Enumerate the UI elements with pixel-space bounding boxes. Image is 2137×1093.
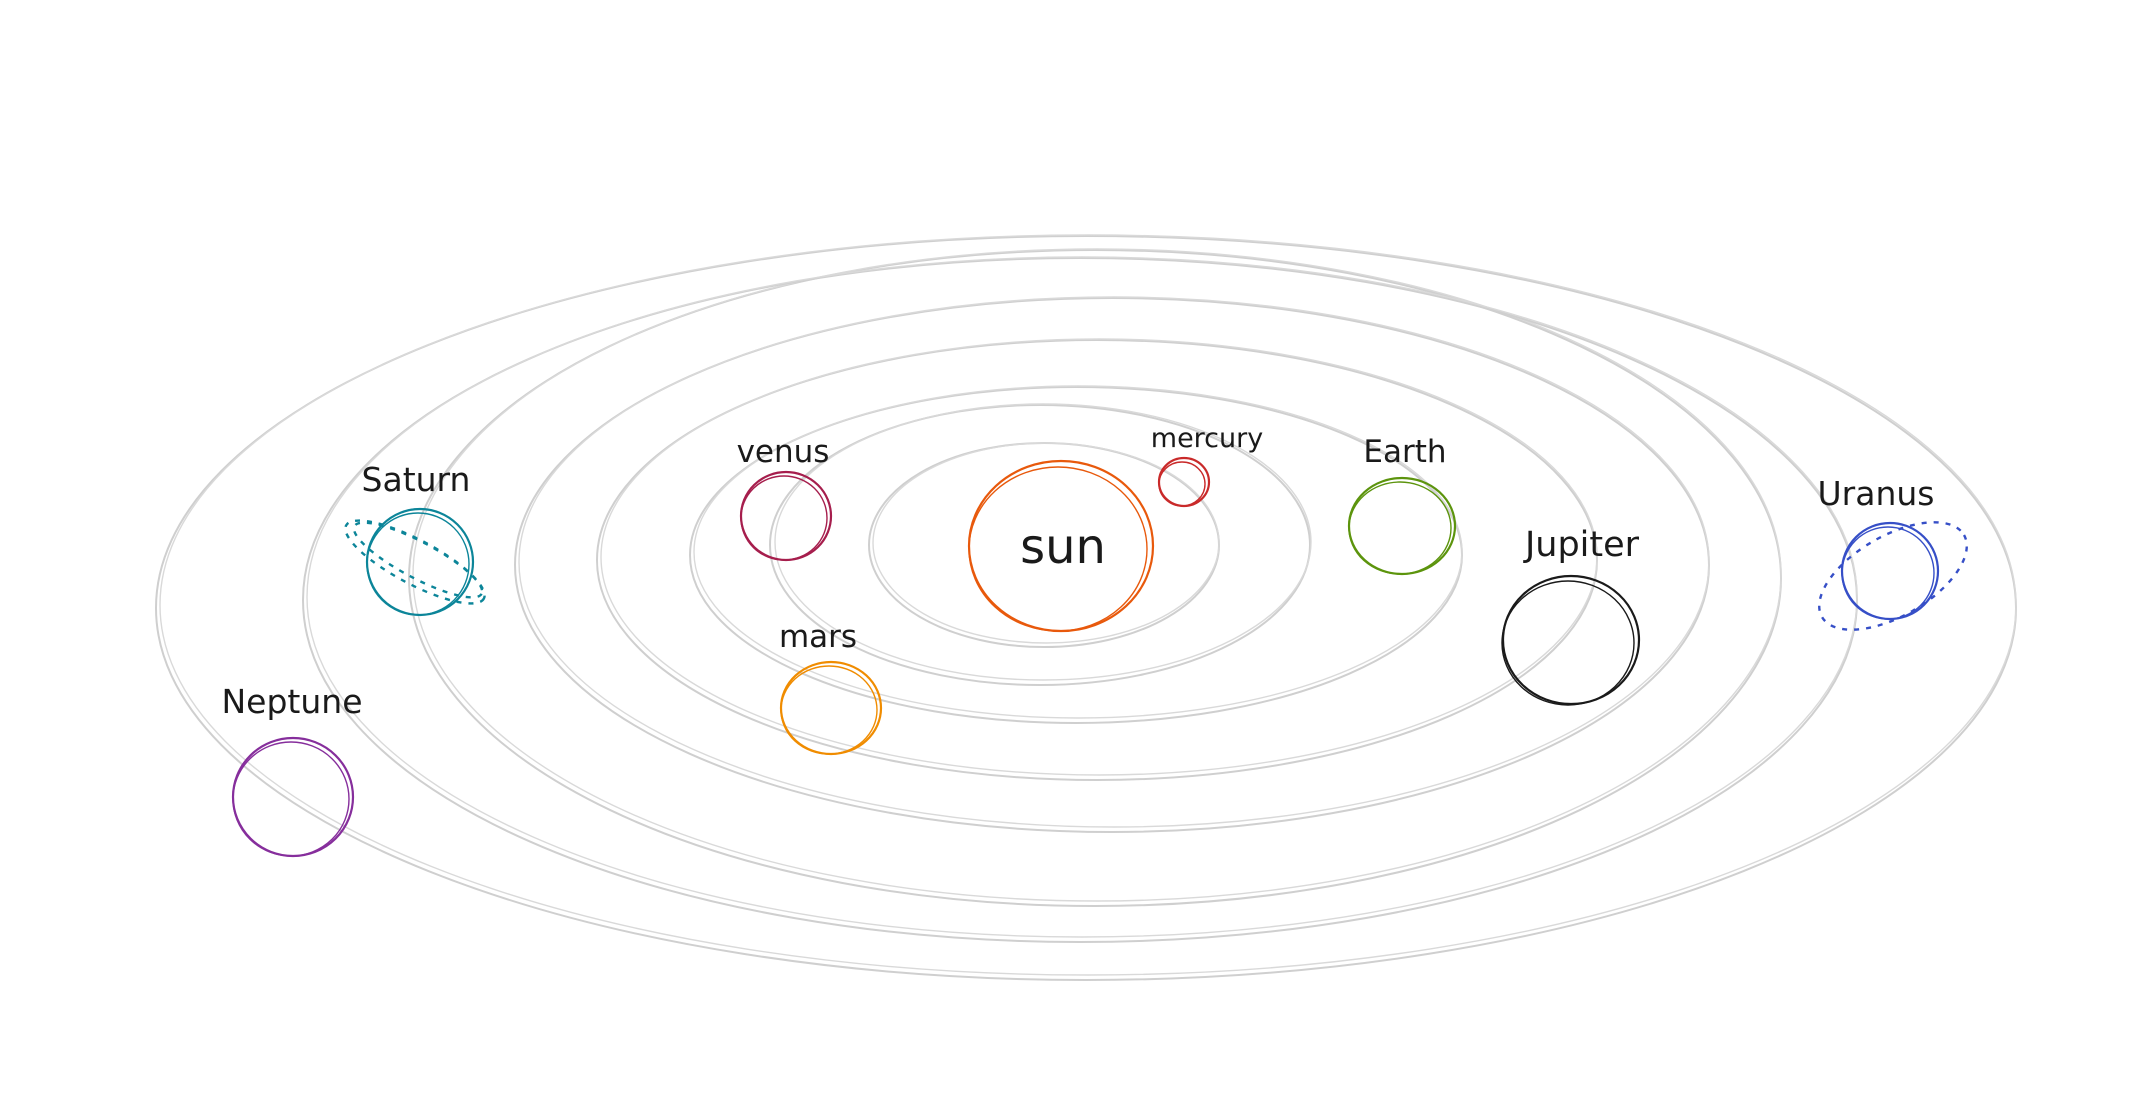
- planet-earth: Earth: [1347, 434, 1457, 576]
- venus-label: venus: [737, 434, 830, 470]
- orbit-1: [868, 442, 1220, 648]
- venus-circle: [739, 470, 833, 562]
- orbit-5: [514, 296, 1710, 833]
- planet-saturn: Saturn: [344, 460, 486, 617]
- sun-label: sun: [1020, 519, 1106, 575]
- earth-circle: [1347, 476, 1457, 576]
- mars-label: mars: [779, 619, 857, 655]
- orbit-3: [689, 385, 1463, 724]
- neptune-label: Neptune: [221, 682, 362, 721]
- uranus-label: Uranus: [1818, 474, 1935, 513]
- planet-mercury: mercury: [1151, 423, 1263, 508]
- orbit-4: [596, 338, 1598, 781]
- orbit-8: [155, 234, 2017, 981]
- planet-venus: venus: [737, 434, 833, 562]
- earth-label: Earth: [1363, 434, 1446, 470]
- uranus-ring: [1818, 521, 1968, 631]
- planet-jupiter: Jupiter: [1501, 525, 1641, 706]
- planet-uranus: Uranus: [1818, 474, 1968, 631]
- orbit-6: [408, 248, 1782, 907]
- orbits: [155, 234, 2017, 981]
- jupiter-circle: [1501, 574, 1641, 706]
- orbit-7: [302, 256, 1858, 943]
- uranus-circle: [1840, 521, 1940, 621]
- sun: sun: [967, 459, 1155, 633]
- jupiter-label: Jupiter: [1523, 525, 1640, 565]
- planet-mars: mars: [779, 619, 883, 756]
- planet-neptune: Neptune: [221, 682, 363, 858]
- neptune-circle: [231, 736, 355, 858]
- orbit-2: [769, 403, 1312, 686]
- saturn-label: Saturn: [362, 460, 471, 499]
- mercury-label: mercury: [1151, 423, 1263, 454]
